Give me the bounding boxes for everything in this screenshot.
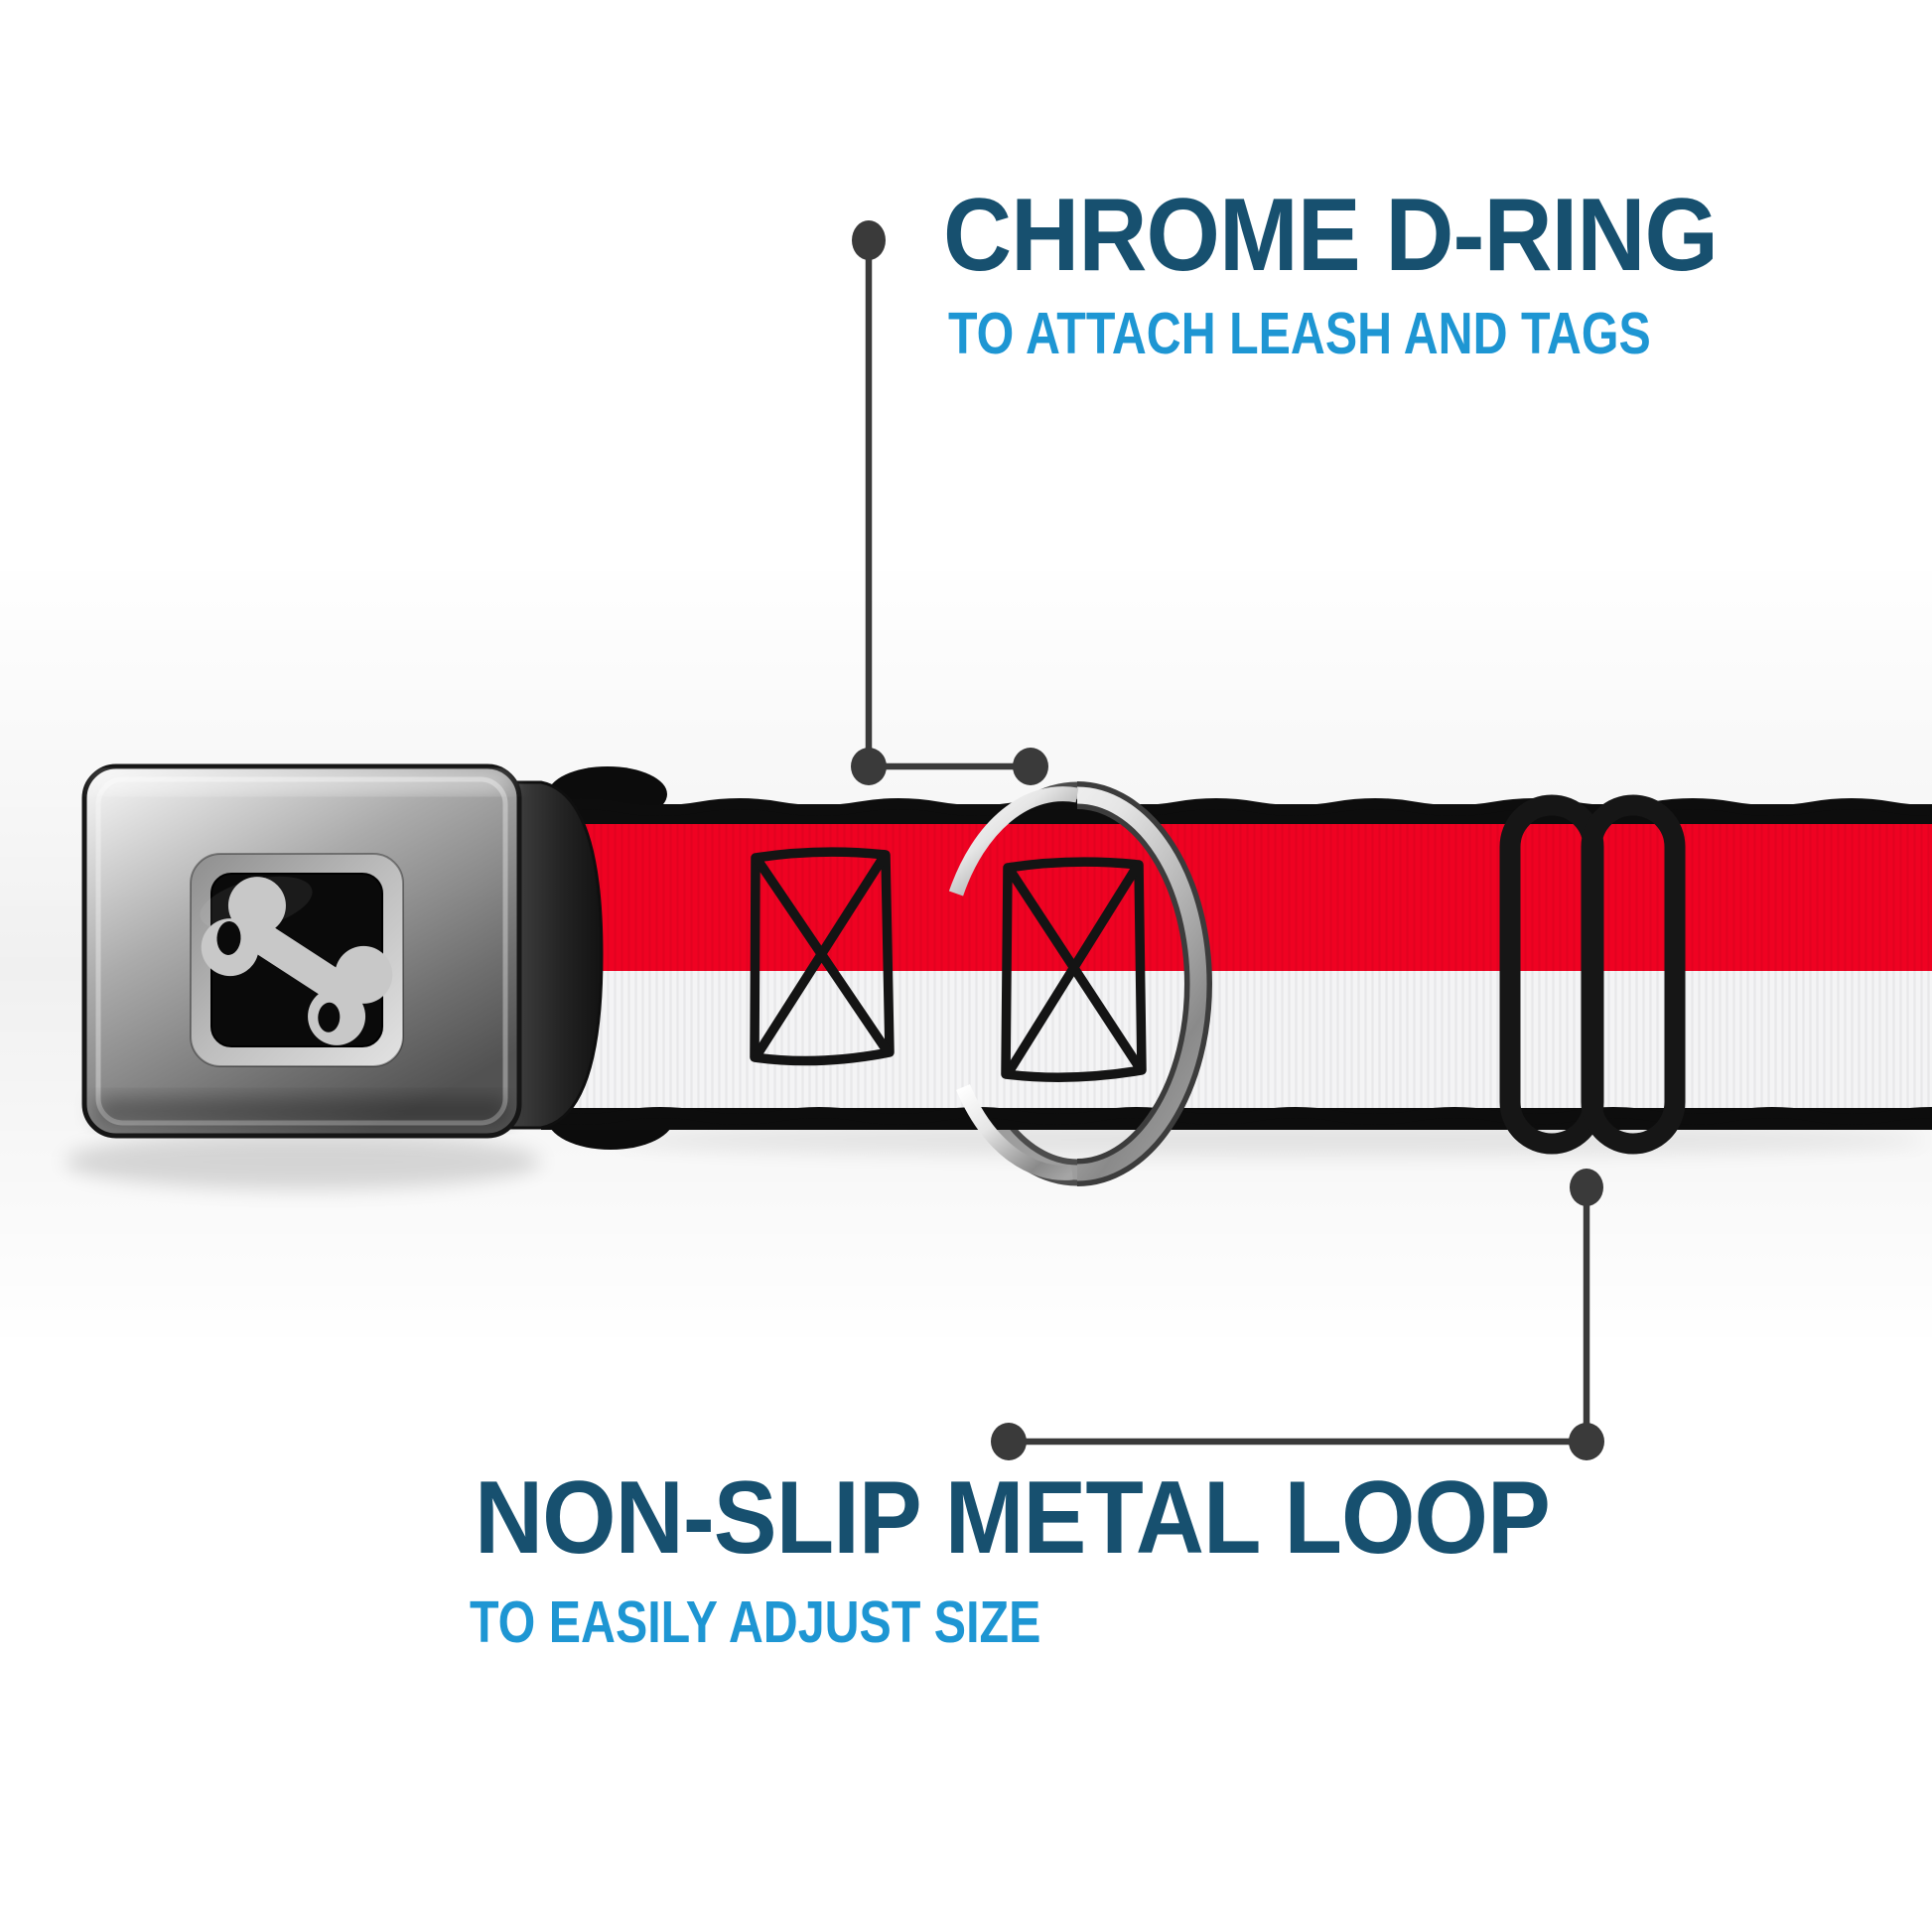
bottom-callout-dot-text [991, 1423, 1027, 1460]
bottom-callout-subtitle: TO EASILY ADJUST SIZE [470, 1589, 1041, 1655]
top-callout-dot-text [852, 220, 886, 260]
bottom-callout-title: NON-SLIP METAL LOOP [475, 1460, 1551, 1576]
seatbelt-buckle [81, 763, 522, 1139]
stitch-box-left [750, 847, 895, 1066]
collar-strap [540, 798, 1932, 1130]
top-callout-title: CHROME D-RING [943, 178, 1719, 293]
top-callout-subtitle: TO ATTACH LEASH AND TAGS [948, 301, 1651, 366]
top-callout-dot-corner [851, 748, 887, 785]
buckle-shadow [65, 1134, 541, 1189]
d-ring-outer-arcs [948, 786, 1079, 1180]
d-ring-front [1077, 781, 1212, 1186]
webbing-texture [541, 824, 1932, 1110]
top-callout-dot-dring [1013, 748, 1048, 785]
slide-adjuster [1499, 794, 1686, 1155]
strap-top-wavy-edge [540, 798, 1932, 816]
dog-bone-icon [201, 877, 393, 1045]
bottom-callout-dot-corner [1569, 1423, 1604, 1460]
bottom-callout-dot-adjuster [1570, 1169, 1603, 1206]
stitch-box-right [1001, 857, 1147, 1082]
strap-bottom-wavy-edge [540, 1107, 1932, 1125]
top-callout-connector [851, 220, 1048, 785]
bottom-callout-connector [991, 1169, 1604, 1460]
